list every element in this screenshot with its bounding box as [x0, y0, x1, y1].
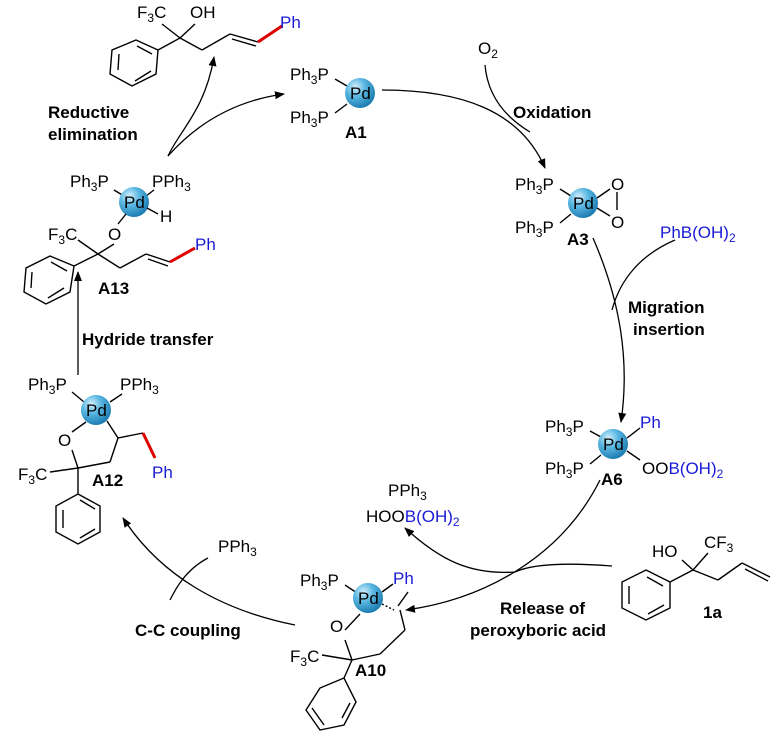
- svg-text:Ph3P: Ph3P: [515, 218, 554, 240]
- a6-oob: OOB(OH)2: [642, 459, 724, 481]
- svg-text:PPh3: PPh3: [152, 172, 191, 194]
- label-reductive-elimination-1: Reductive: [48, 103, 129, 122]
- svg-text:Pd: Pd: [86, 401, 107, 420]
- svg-text:PPh3: PPh3: [120, 375, 159, 397]
- arrow-1a-in: [514, 563, 613, 573]
- svg-text:Ph3P: Ph3P: [290, 65, 329, 87]
- pd-sphere-a12: [81, 395, 111, 425]
- svg-text:OH: OH: [190, 3, 216, 22]
- svg-text:O: O: [108, 225, 121, 244]
- svg-text:Pd: Pd: [603, 435, 624, 454]
- label-release-2: peroxyboric acid: [470, 621, 606, 640]
- svg-text:Ph3P: Ph3P: [515, 175, 554, 197]
- product-molecule: F3C OH Ph: [109, 3, 301, 87]
- phboh2-reagent: PhB(OH)2: [660, 223, 736, 245]
- species-a10: Ph3P Pd Ph O F3C A10: [290, 569, 414, 731]
- label-hydride-transfer: Hydride transfer: [82, 330, 214, 349]
- svg-text:Ph: Ph: [195, 235, 216, 254]
- pd-sphere-a1: [345, 78, 375, 108]
- svg-text:F3C: F3C: [48, 225, 77, 247]
- pd-sphere-a10: [353, 583, 383, 613]
- pd-sphere-a3: [568, 188, 598, 218]
- svg-text:Ph3P: Ph3P: [70, 172, 109, 194]
- pd-sphere-a6: [598, 429, 628, 459]
- pd-sphere-a13: [119, 187, 149, 217]
- arrow-o2-in: [484, 64, 531, 133]
- arrow-a3-to-a6: [592, 237, 627, 423]
- svg-text:Ph3P: Ph3P: [545, 417, 584, 439]
- species-a6: Ph3P Ph3P Pd Ph OOB(OH)2 A6: [545, 413, 724, 489]
- a6-name: A6: [601, 470, 623, 489]
- byproduct-hooboh2: HOOB(OH)2: [366, 507, 460, 529]
- svg-text:O: O: [611, 213, 624, 232]
- label-migration-insertion-2: insertion: [633, 320, 705, 339]
- label-reductive-elimination-2: elimination: [48, 125, 138, 144]
- svg-text:F3C: F3C: [18, 465, 47, 487]
- species-a3: Ph3P Ph3P Pd O O A3: [515, 175, 624, 249]
- species-a12: Ph3P PPh3 Pd O Ph F3C A12: [18, 375, 173, 545]
- svg-text:Ph: Ph: [152, 463, 173, 482]
- a3-name: A3: [567, 230, 589, 249]
- svg-text:HO: HO: [652, 542, 678, 561]
- svg-text:H: H: [160, 207, 172, 226]
- label-migration-insertion-1: Migration: [628, 298, 705, 317]
- svg-text:Pd: Pd: [350, 84, 371, 103]
- o2-reagent: O2: [478, 39, 498, 61]
- svg-text:CF3: CF3: [704, 533, 734, 555]
- svg-text:Pd: Pd: [358, 589, 379, 608]
- a1-name: A1: [345, 123, 367, 142]
- arrow-phboh2-in: [611, 239, 676, 311]
- svg-text:Ph: Ph: [640, 413, 661, 432]
- species-a13: Ph3P PPh3 Pd H O F3C Ph A13: [23, 172, 216, 305]
- arrow-a10-to-a12: [122, 517, 296, 626]
- product-ph: Ph: [280, 13, 301, 32]
- svg-text:Ph3P: Ph3P: [545, 459, 584, 481]
- svg-text:O: O: [611, 175, 624, 194]
- arrow-a1-to-a3: [381, 89, 546, 169]
- species-a1: Ph3P Ph3P Pd A1: [290, 65, 375, 142]
- svg-text:Ph: Ph: [393, 569, 414, 588]
- label-oxidation: Oxidation: [513, 103, 591, 122]
- arrow-a13-to-product: [167, 56, 217, 157]
- svg-text:F3C: F3C: [137, 3, 166, 25]
- svg-text:Ph3P: Ph3P: [300, 571, 339, 593]
- svg-text:Pd: Pd: [573, 194, 594, 213]
- byproduct-pph3: PPh3: [388, 481, 427, 503]
- a10-name: A10: [355, 661, 386, 680]
- label-cc-coupling: C-C coupling: [135, 621, 241, 640]
- arrow-a13-to-a1: [167, 91, 285, 157]
- svg-text:Pd: Pd: [124, 193, 145, 212]
- svg-text:O: O: [330, 617, 343, 636]
- svg-text:F3C: F3C: [290, 647, 319, 669]
- label-release-1: Release of: [500, 599, 585, 618]
- arrow-a6-to-a10: [405, 479, 601, 613]
- svg-text:Ph3P: Ph3P: [28, 375, 67, 397]
- svg-text:Ph3P: Ph3P: [290, 108, 329, 130]
- svg-text:O: O: [58, 431, 71, 450]
- species-1a: HO CF3 1a: [621, 533, 771, 622]
- arrow-pph3-in: [169, 557, 209, 601]
- a13-name: A13: [98, 279, 129, 298]
- arrow-byproducts-out: [404, 527, 516, 574]
- a12-name: A12: [92, 471, 123, 490]
- 1a-name: 1a: [703, 603, 722, 622]
- pph3-reagent: PPh3: [218, 537, 257, 559]
